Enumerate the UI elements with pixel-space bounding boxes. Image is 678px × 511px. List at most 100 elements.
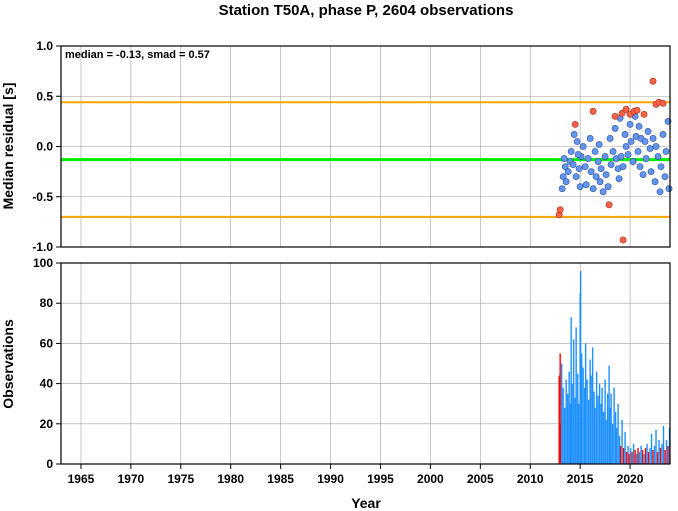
inlier-point-30 (606, 135, 614, 142)
residual-y-axis-label: Median residual [s] (0, 83, 16, 210)
inlier-point-23 (594, 158, 602, 165)
inlier-point-47 (634, 148, 642, 155)
inlier-point-67 (560, 155, 568, 162)
inlier-point-29 (604, 183, 612, 191)
inlier-point-59 (654, 153, 662, 160)
outlier-point-2 (571, 120, 579, 128)
observations-y-tick-label-60: 60 (40, 336, 54, 350)
inlier-point-60 (656, 188, 664, 196)
inlier-point-66 (665, 185, 673, 193)
inlier-point-39 (621, 131, 629, 138)
inlier-point-38 (619, 163, 627, 170)
inlier-point-25 (597, 165, 605, 173)
outlier-point-16 (659, 99, 667, 107)
x-tick-label-1980: 1980 (217, 472, 244, 486)
residual-y-tick-label-1.0: 1.0 (36, 39, 53, 53)
inlier-point-24 (596, 178, 604, 186)
inlier-point-32 (609, 148, 617, 155)
x-axis-label: Year (351, 495, 381, 511)
inlier-point-15 (581, 163, 589, 170)
outlier-point-1 (556, 206, 564, 214)
inlier-point-52 (642, 155, 650, 162)
inlier-point-4 (564, 168, 572, 176)
inlier-point-71 (635, 123, 643, 130)
residual-y-tick-label-0.0: 0.0 (36, 140, 53, 154)
inlier-point-63 (661, 173, 669, 181)
x-tick-label-2020: 2020 (617, 472, 644, 486)
inlier-point-12 (576, 183, 584, 191)
outlier-point-4 (605, 201, 613, 209)
inlier-point-17 (584, 155, 592, 162)
median-smad-annotation: median = -0.13, smad = 0.57 (65, 49, 210, 61)
inlier-point-6 (567, 148, 575, 155)
x-tick-label-1985: 1985 (267, 472, 294, 486)
inlier-point-68 (574, 151, 582, 158)
inlier-point-69 (595, 141, 603, 148)
residual-y-ticks: -1.0-0.50.00.51.0 (32, 39, 61, 254)
x-tick-label-1970: 1970 (118, 472, 145, 486)
observations-plot-frame (60, 262, 671, 465)
observations-y-tick-label-20: 20 (40, 417, 54, 431)
inlier-point-62 (659, 131, 667, 138)
residual-y-tick-label--0.5: -0.5 (32, 190, 53, 204)
inlier-point-50 (639, 171, 647, 179)
inlier-point-9 (572, 173, 580, 181)
inlier-point-11 (575, 165, 583, 173)
observations-y-tick-label-80: 80 (40, 296, 54, 310)
inlier-point-48 (636, 163, 644, 170)
inlier-point-70 (615, 175, 623, 183)
chart-title: Station T50A, phase P, 2604 observations (219, 2, 514, 19)
inlier-point-1 (559, 173, 567, 181)
inlier-point-18 (586, 135, 594, 142)
inlier-point-3 (562, 178, 570, 186)
x-tick-label-2015: 2015 (567, 472, 594, 486)
inlier-point-31 (607, 161, 615, 168)
inlier-point-33 (611, 125, 619, 132)
inlier-point-2 (561, 163, 569, 170)
observations-y-axis-label: Observations (0, 319, 16, 409)
outlier-point-6 (611, 112, 619, 120)
inlier-point-55 (647, 168, 655, 176)
inlier-point-21 (591, 148, 599, 155)
x-tick-label-1965: 1965 (68, 472, 95, 486)
inlier-point-28 (602, 171, 610, 179)
x-tick-label-2010: 2010 (517, 472, 544, 486)
inlier-point-54 (646, 145, 654, 152)
inlier-point-51 (641, 138, 649, 145)
x-tick-label-2000: 2000 (417, 472, 444, 486)
outlier-point-8 (622, 105, 630, 113)
inlier-point-53 (644, 128, 652, 135)
inlier-point-40 (622, 143, 630, 150)
residual-y-tick-label--1.0: -1.0 (32, 240, 53, 254)
inlier-point-8 (570, 131, 578, 138)
x-tick-label-1990: 1990 (317, 472, 344, 486)
inlier-point-27 (601, 153, 609, 160)
inlier-point-64 (662, 148, 670, 155)
x-tick-label-1995: 1995 (367, 472, 394, 486)
outlier-point-7 (618, 109, 626, 117)
inlier-point-20 (589, 185, 597, 193)
outlier-point-12 (640, 110, 648, 118)
inlier-point-57 (651, 178, 659, 186)
residual-points (555, 77, 673, 244)
outlier-point-5 (619, 236, 627, 244)
inlier-point-44 (629, 158, 637, 165)
inlier-point-10 (573, 138, 581, 145)
inlier-point-16 (582, 181, 590, 189)
outlier-point-13 (649, 77, 657, 85)
x-tick-label-2005: 2005 (467, 472, 494, 486)
inlier-point-58 (652, 143, 660, 150)
observations-y-tick-label-0: 0 (46, 457, 53, 471)
inlier-point-42 (626, 120, 634, 128)
observations-y-tick-label-100: 100 (33, 256, 53, 270)
inlier-point-14 (579, 143, 587, 150)
inlier-point-0 (558, 185, 566, 193)
inlier-point-41 (624, 151, 632, 158)
inlier-point-26 (599, 188, 607, 196)
inlier-point-43 (627, 138, 635, 145)
inlier-point-7 (569, 161, 577, 168)
